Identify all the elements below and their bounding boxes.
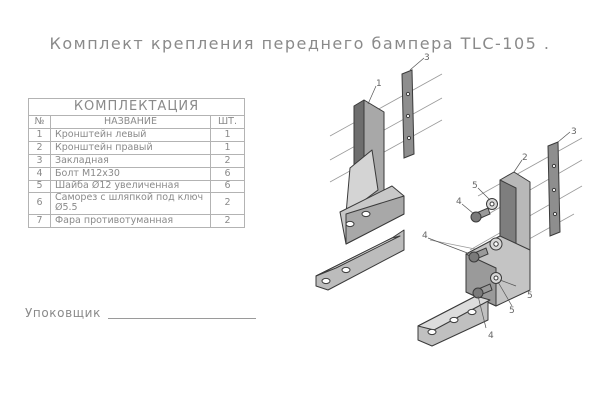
kit-table: КОМПЛЕКТАЦИЯ № НАЗВАНИЕ ШТ. 1 Кронштейн … — [28, 98, 245, 228]
callout-washer-b: 5 — [527, 291, 533, 301]
leader-washer-a — [477, 187, 491, 201]
bolt-b — [468, 247, 489, 263]
washer-a — [486, 198, 498, 210]
callout-bolt-a: 4 — [456, 197, 462, 207]
packer-label: Упоковщик — [25, 306, 101, 320]
drawing-title: Комплект крепления переднего бампера TLC… — [49, 34, 551, 53]
left-assembly: 1 3 — [315, 53, 443, 291]
row-name: Болт М12х30 — [50, 167, 211, 181]
callout-bolt-c: 4 — [488, 331, 494, 341]
callout-bolt-b: 4 — [422, 231, 428, 241]
row-qty: 2 — [210, 191, 245, 215]
packer-signature-line — [108, 318, 256, 319]
bolt-a — [470, 207, 491, 223]
callout-right-plate: 3 — [571, 127, 577, 137]
leader-bolt-a — [461, 203, 475, 215]
washer-b — [489, 237, 503, 251]
leader-left-plate — [409, 57, 425, 71]
leader-bolt-c — [477, 295, 487, 329]
callout-left-plate: 3 — [424, 53, 430, 63]
right-plate — [547, 141, 561, 237]
row-name: Фара противотуманная — [50, 213, 211, 228]
leader-washer-c — [497, 281, 513, 307]
callout-washer-c: 5 — [509, 306, 515, 316]
right-assembly: 2 3 4 4 4 5 5 5 — [417, 127, 583, 347]
callout-washer-a: 5 — [472, 181, 478, 191]
table-row: 3 Закладная 2 — [28, 154, 245, 168]
leader-left-bracket — [367, 85, 377, 105]
row-qty: 2 — [210, 213, 245, 228]
row-qty: 6 — [210, 167, 245, 181]
table-row: 7 Фара противотуманная 2 — [28, 213, 245, 228]
table-row: 1 Кронштейн левый 1 — [28, 128, 245, 142]
left-construction-lines — [329, 73, 443, 183]
washer-c — [490, 272, 502, 284]
callout-right-bracket: 2 — [522, 153, 528, 163]
table-row: 4 Болт М12х30 6 — [28, 167, 245, 181]
leader-right-bracket — [513, 159, 523, 173]
left-bracket — [315, 99, 405, 291]
bolt-c — [472, 283, 493, 299]
leader-washer-b — [499, 279, 517, 287]
leader-bolt-b — [427, 237, 471, 255]
left-plate — [401, 69, 415, 159]
callout-left-bracket: 1 — [376, 79, 382, 89]
leader-right-plate — [557, 131, 571, 143]
table-row: 6 Саморез с шляпкой под ключ Ø5.5 2 — [28, 191, 245, 215]
